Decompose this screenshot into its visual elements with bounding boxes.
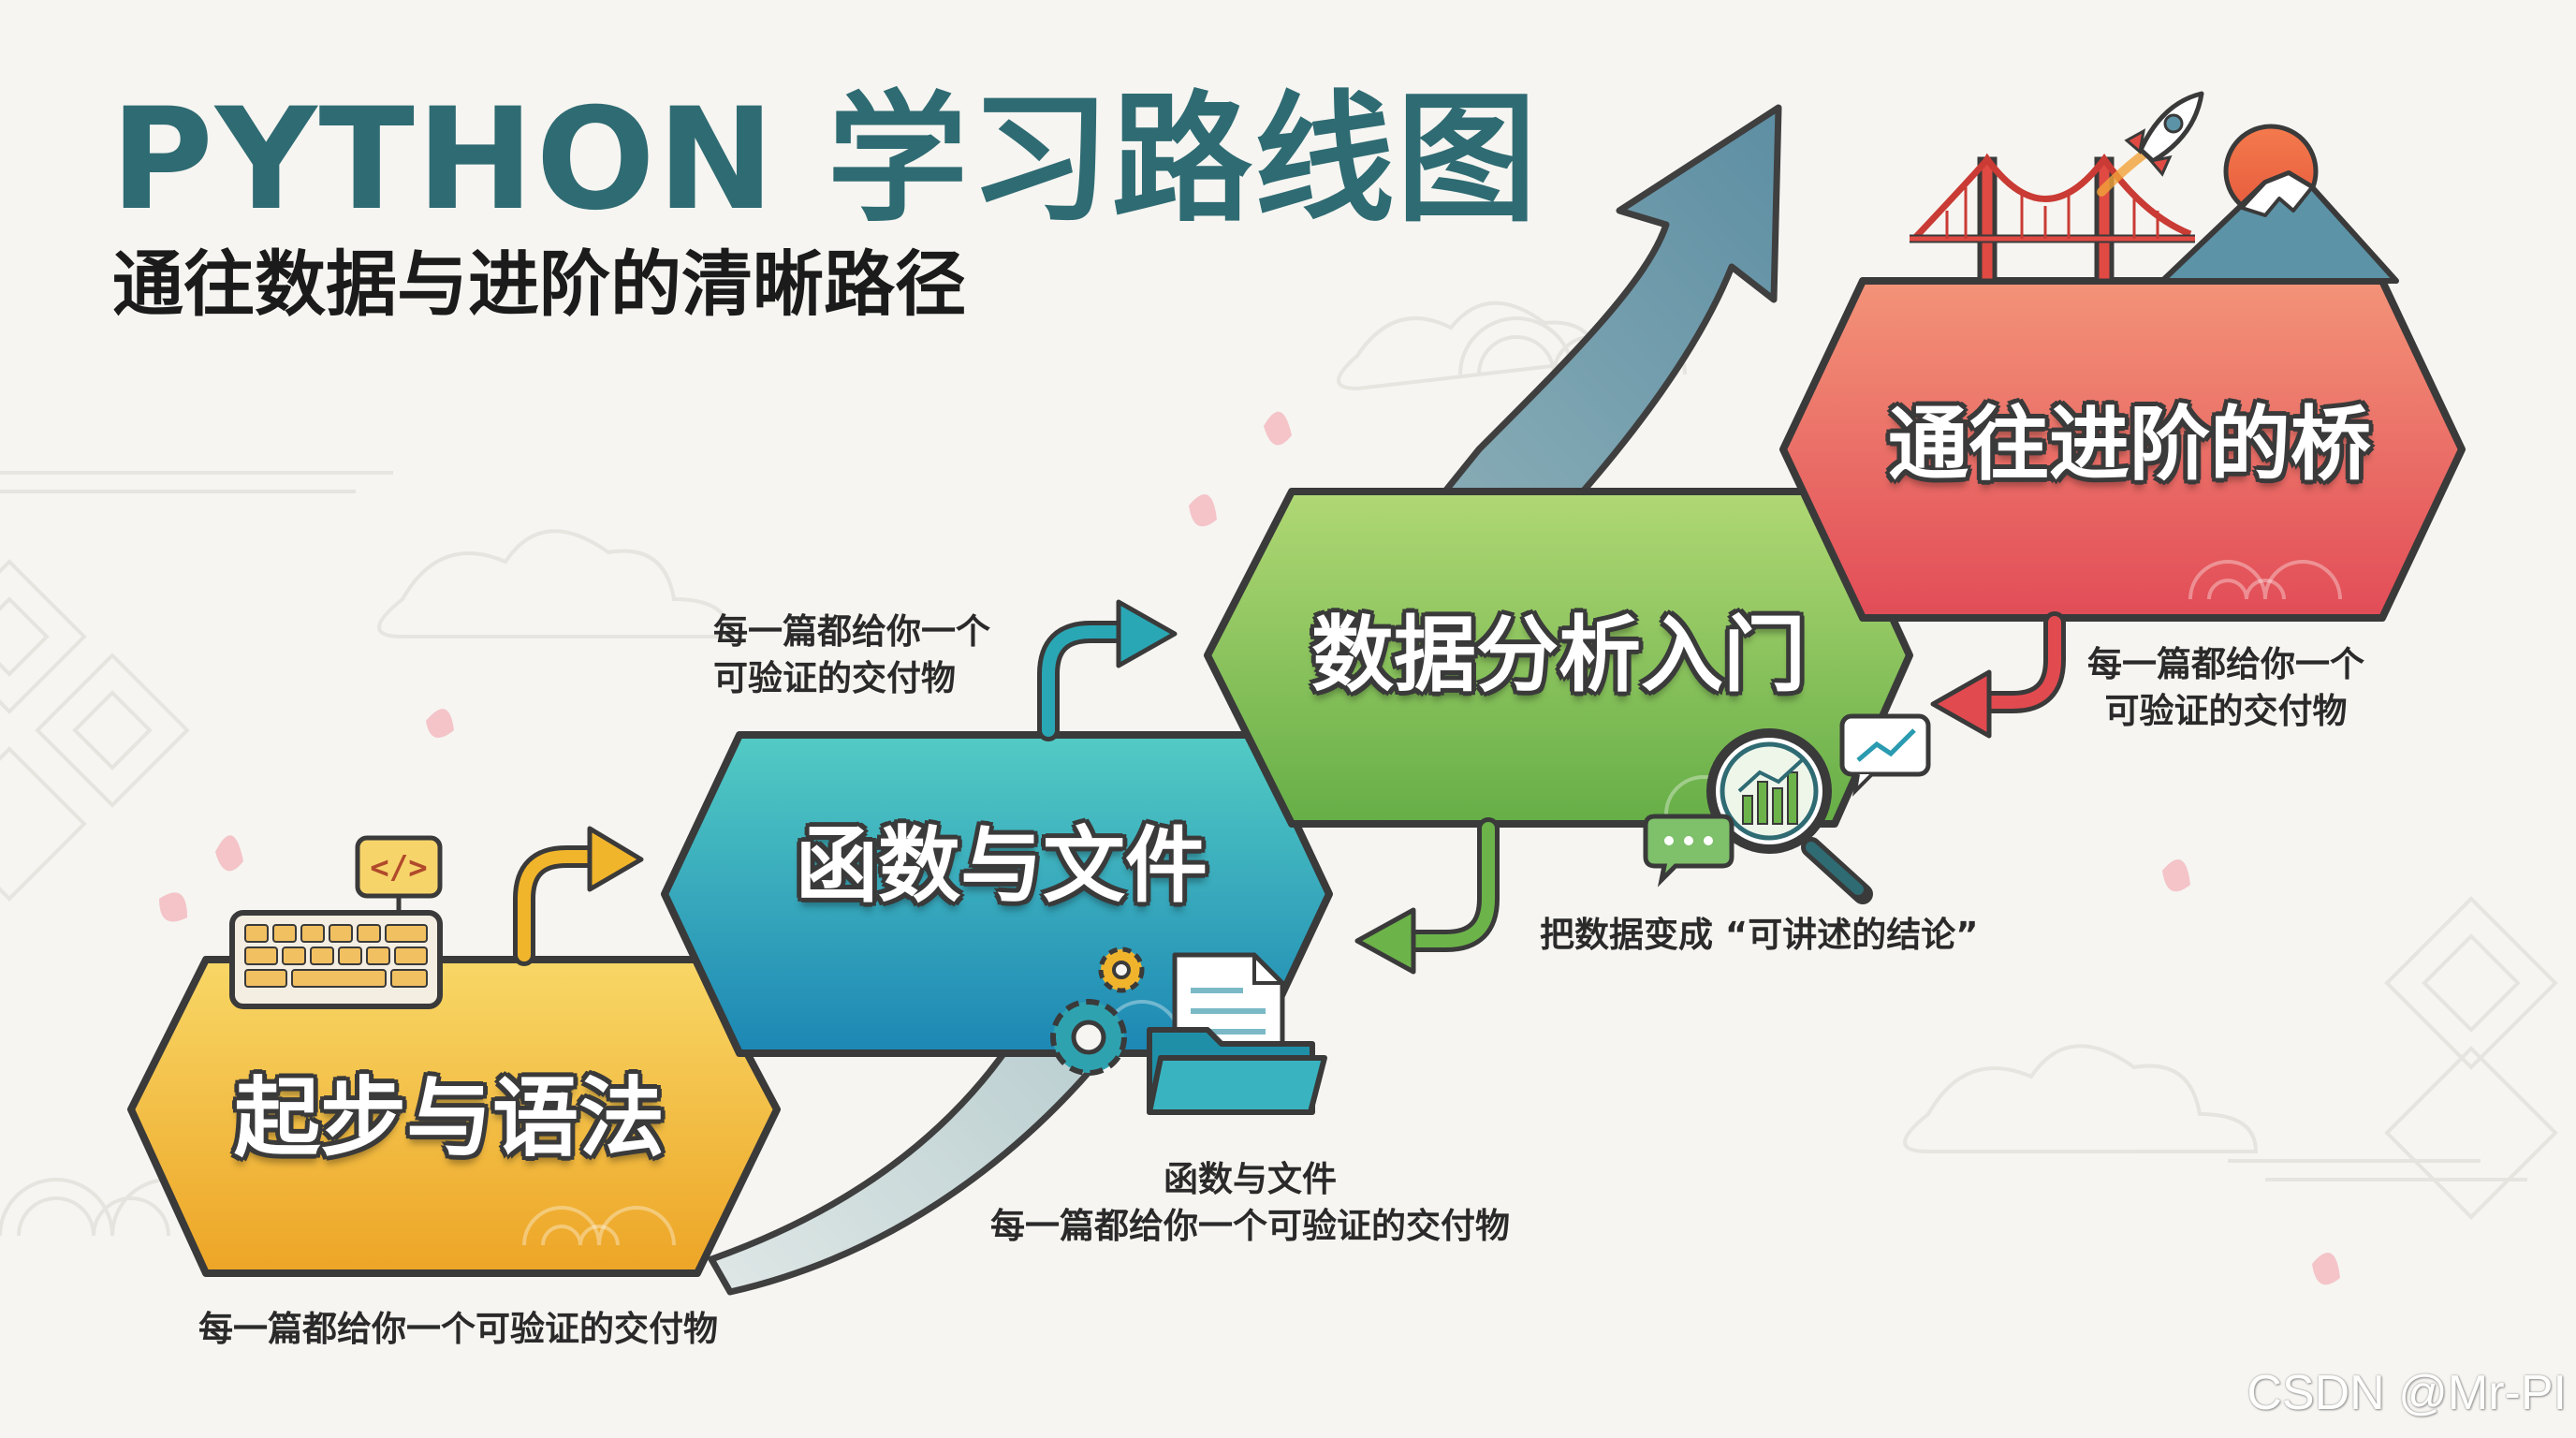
- petal-icon: [2312, 1253, 2340, 1285]
- connector-arrow-1: [513, 826, 644, 966]
- rocket-icon: [2097, 91, 2204, 197]
- stage3-caption: 把数据变成 “可讲述的结论”: [1540, 915, 1979, 955]
- svg-text:</>: </>: [370, 849, 427, 887]
- petal-icon: [1189, 494, 1217, 527]
- stage-label-1: 起步与语法: [233, 1068, 666, 1168]
- cloud-icon: [1337, 301, 1603, 391]
- connector-arrow-4: [1930, 611, 2066, 739]
- bridge-icon: [1910, 153, 2195, 284]
- stage2-note-below-line2: 每一篇都给你一个可验证的交付物: [990, 1205, 1510, 1246]
- petal-icon: [159, 892, 187, 922]
- stage-label-2: 函数与文件: [795, 817, 1208, 914]
- code-icon: </>: [297, 835, 443, 925]
- mountain-icon: [2159, 170, 2399, 284]
- petal-decor: [159, 411, 2340, 1285]
- folder-icon: [1147, 1027, 1327, 1115]
- connector-arrow-3: [1354, 817, 1500, 975]
- stage2-note-above: 每一篇都给你一个 可验证的交付物: [713, 609, 990, 702]
- stage1-caption: 每一篇都给你一个可验证的交付物: [198, 1309, 718, 1349]
- diamond-pattern: [0, 559, 2558, 1220]
- petal-icon: [426, 709, 454, 738]
- cloud-icon: [1903, 1044, 2527, 1181]
- page-subtitle: 通往数据与进阶的清晰路径: [112, 242, 966, 326]
- stage2-note-below-line1: 函数与文件: [1164, 1159, 1337, 1199]
- gear-icon: [1098, 946, 1145, 993]
- growth-arrow: [708, 104, 1782, 1296]
- magnifier-chart-icon: [1706, 728, 1873, 904]
- stage-label-4: 通往进阶的桥: [1888, 398, 2371, 492]
- keyboard-icon: [229, 910, 443, 1009]
- stage2-note-above-line1: 每一篇都给你一个: [713, 611, 990, 652]
- stage2-note-above-line2: 可验证的交付物: [713, 657, 956, 698]
- background-decor: [0, 301, 2558, 1237]
- page-title: PYTHON 学习路线图: [110, 79, 1539, 242]
- petal-icon: [1264, 411, 1292, 446]
- petal-icon: [215, 835, 243, 872]
- connector-arrow-2: [1037, 599, 1178, 741]
- chat-bubble-icon: [1643, 814, 1734, 888]
- gear-icon: [1050, 999, 1127, 1076]
- stage2-note-below: 函数与文件 每一篇都给你一个可验证的交付物: [990, 1156, 1510, 1250]
- cloud-icon: [0, 471, 733, 638]
- stage4-note: 每一篇都给你一个 可验证的交付物: [2087, 641, 2364, 735]
- petal-icon: [2162, 859, 2190, 892]
- trend-chart-icon: [1839, 713, 1931, 797]
- watermark: CSDN @Mr-PI: [2247, 1366, 2567, 1420]
- stage4-note-line2: 可验证的交付物: [2104, 690, 2348, 731]
- stage4-note-line1: 每一篇都给你一个: [2087, 644, 2364, 684]
- stage-label-3: 数据分析入门: [1310, 607, 1807, 703]
